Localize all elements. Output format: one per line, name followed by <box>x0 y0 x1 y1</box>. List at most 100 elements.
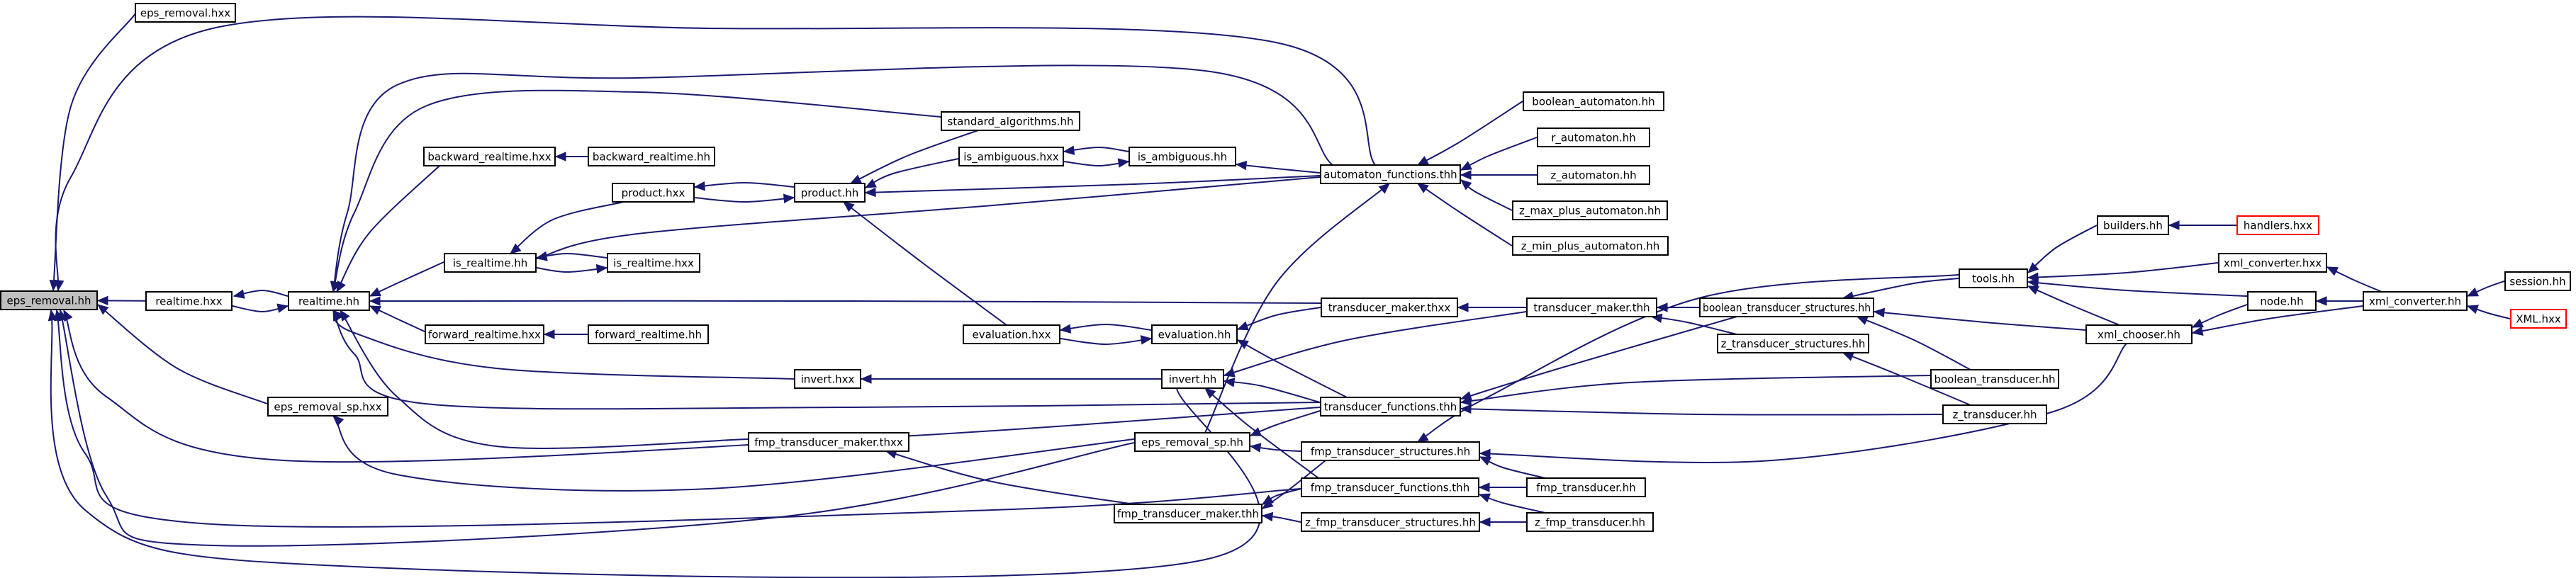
node-box[interactable] <box>135 3 236 23</box>
node-realtime-hh[interactable]: realtime.hh <box>288 291 370 311</box>
node-builders-hh[interactable]: builders.hh <box>2097 215 2169 235</box>
node-box[interactable] <box>1930 369 2059 389</box>
node-box[interactable] <box>612 183 695 203</box>
node-box[interactable] <box>2097 215 2169 235</box>
node-box[interactable] <box>1320 164 1461 184</box>
node-is-ambiguous-hxx[interactable]: is_ambiguous.hxx <box>958 147 1064 166</box>
node-z-fmp-transducer-hh[interactable]: z_fmp_transducer.hh <box>1526 512 1654 532</box>
node-fmp-transducer-hh[interactable]: fmp_transducer.hh <box>1526 477 1646 497</box>
node-xml-chooser-hh[interactable]: xml_chooser.hh <box>2085 324 2193 344</box>
node-box[interactable] <box>1114 504 1262 523</box>
node-z-fmp-transducer-structures-hh[interactable]: z_fmp_transducer_structures.hh <box>1301 512 1480 532</box>
node-product-hh[interactable]: product.hh <box>794 183 866 203</box>
node-handlers-hxx[interactable]: handlers.hxx <box>2236 215 2319 235</box>
node-backward-realtime-hh[interactable]: backward_realtime.hh <box>588 147 715 166</box>
node-box[interactable] <box>1161 369 1224 389</box>
node-boolean-transducer-hh[interactable]: boolean_transducer.hh <box>1930 369 2059 389</box>
node-realtime-hxx[interactable]: realtime.hxx <box>145 291 233 311</box>
node-backward-realtime-hxx[interactable]: backward_realtime.hxx <box>423 147 556 166</box>
node-box[interactable] <box>425 324 544 344</box>
node-box[interactable] <box>1512 200 1668 220</box>
node-product-hxx[interactable]: product.hxx <box>612 183 695 203</box>
node-box[interactable] <box>1523 91 1664 111</box>
node-is-ambiguous-hh[interactable]: is_ambiguous.hh <box>1129 147 1236 166</box>
node-fmp-transducer-maker-thh[interactable]: fmp_transducer_maker.thh <box>1114 504 1262 523</box>
node-box[interactable] <box>2236 215 2319 235</box>
node-box[interactable] <box>1321 298 1458 317</box>
node-evaluation-hxx[interactable]: evaluation.hxx <box>963 324 1060 344</box>
node-box[interactable] <box>588 147 715 166</box>
node-box[interactable] <box>1526 298 1657 317</box>
node-box[interactable] <box>267 397 388 416</box>
node-eps-removal-hh[interactable]: eps_removal.hh <box>0 290 98 310</box>
node-box[interactable] <box>1699 298 1874 317</box>
node-session-hh[interactable]: session.hh <box>2504 271 2571 291</box>
node-box[interactable] <box>1301 512 1480 532</box>
node-node-hh[interactable]: node.hh <box>2247 291 2317 311</box>
node-box[interactable] <box>1717 334 1869 353</box>
node-z-transducer-hh[interactable]: z_transducer.hh <box>1942 404 2047 424</box>
node-xml-converter-hh[interactable]: xml_converter.hh <box>2363 291 2468 311</box>
node-invert-hxx[interactable]: invert.hxx <box>794 369 861 389</box>
node-box[interactable] <box>1151 324 1238 344</box>
node-box[interactable] <box>748 432 909 452</box>
node-box[interactable] <box>1512 236 1669 256</box>
node-xml-converter-hxx[interactable]: xml_converter.hxx <box>2218 253 2327 273</box>
node-box[interactable] <box>963 324 1060 344</box>
node-box[interactable] <box>288 291 370 311</box>
node-box[interactable] <box>2510 309 2567 329</box>
node-z-min-plus-automaton-hh[interactable]: z_min_plus_automaton.hh <box>1512 236 1669 256</box>
node-box[interactable] <box>2085 324 2193 344</box>
node-eps-removal-hxx[interactable]: eps_removal.hxx <box>135 3 236 23</box>
node-forward-realtime-hxx[interactable]: forward_realtime.hxx <box>425 324 544 344</box>
node-box[interactable] <box>607 253 700 273</box>
node-forward-realtime-hh[interactable]: forward_realtime.hh <box>588 324 709 344</box>
node-box[interactable] <box>0 290 98 310</box>
node-box[interactable] <box>1134 432 1250 452</box>
node-boolean-transducer-structures-hh[interactable]: boolean_transducer_structures.hh <box>1699 298 1874 317</box>
node-z-transducer-structures-hh[interactable]: z_transducer_structures.hh <box>1717 334 1869 353</box>
node-fmp-transducer-maker-thxx[interactable]: fmp_transducer_maker.thxx <box>748 432 909 452</box>
node-fmp-transducer-functions-thh[interactable]: fmp_transducer_functions.thh <box>1301 477 1479 497</box>
node-z-max-plus-automaton-hh[interactable]: z_max_plus_automaton.hh <box>1512 200 1668 220</box>
node-tools-hh[interactable]: tools.hh <box>1959 268 2028 288</box>
node-box[interactable] <box>941 111 1080 131</box>
node-z-automaton-hh[interactable]: z_automaton.hh <box>1537 165 1650 185</box>
node-transducer-maker-thxx[interactable]: transducer_maker.thxx <box>1321 298 1458 317</box>
node-is-realtime-hh[interactable]: is_realtime.hh <box>444 253 537 273</box>
node-automaton-functions-thh[interactable]: automaton_functions.thh <box>1320 164 1461 184</box>
node-transducer-maker-thh[interactable]: transducer_maker.thh <box>1526 298 1657 317</box>
node-boolean-automaton-hh[interactable]: boolean_automaton.hh <box>1523 91 1664 111</box>
node-evaluation-hh[interactable]: evaluation.hh <box>1151 324 1238 344</box>
node-fmp-transducer-structures-hh[interactable]: fmp_transducer_structures.hh <box>1301 441 1480 461</box>
node-eps-removal-sp-hxx[interactable]: eps_removal_sp.hxx <box>267 397 388 416</box>
node-box[interactable] <box>2504 271 2571 291</box>
node-box[interactable] <box>1320 397 1461 416</box>
node-box[interactable] <box>1301 477 1479 497</box>
node-box[interactable] <box>958 147 1064 166</box>
node-box[interactable] <box>2363 291 2468 311</box>
node-box[interactable] <box>1537 165 1650 185</box>
node-box[interactable] <box>423 147 556 166</box>
node-box[interactable] <box>1129 147 1236 166</box>
node-eps-removal-sp-hh[interactable]: eps_removal_sp.hh <box>1134 432 1250 452</box>
node-box[interactable] <box>794 369 861 389</box>
node-is-realtime-hxx[interactable]: is_realtime.hxx <box>607 253 700 273</box>
node-box[interactable] <box>1942 404 2047 424</box>
node-box[interactable] <box>1537 128 1650 147</box>
node-box[interactable] <box>145 291 233 311</box>
node-box[interactable] <box>2218 253 2327 273</box>
node-transducer-functions-thh[interactable]: transducer_functions.thh <box>1320 397 1461 416</box>
node-XML-hxx[interactable]: XML.hxx <box>2510 309 2567 329</box>
node-box[interactable] <box>2247 291 2317 311</box>
node-box[interactable] <box>444 253 537 273</box>
node-box[interactable] <box>588 324 709 344</box>
node-invert-hh[interactable]: invert.hh <box>1161 369 1224 389</box>
node-standard-algorithms-hh[interactable]: standard_algorithms.hh <box>941 111 1080 131</box>
node-box[interactable] <box>1959 268 2028 288</box>
node-r-automaton-hh[interactable]: r_automaton.hh <box>1537 128 1650 147</box>
node-box[interactable] <box>1301 441 1480 461</box>
node-box[interactable] <box>1526 512 1654 532</box>
node-box[interactable] <box>794 183 866 203</box>
node-box[interactable] <box>1526 477 1646 497</box>
